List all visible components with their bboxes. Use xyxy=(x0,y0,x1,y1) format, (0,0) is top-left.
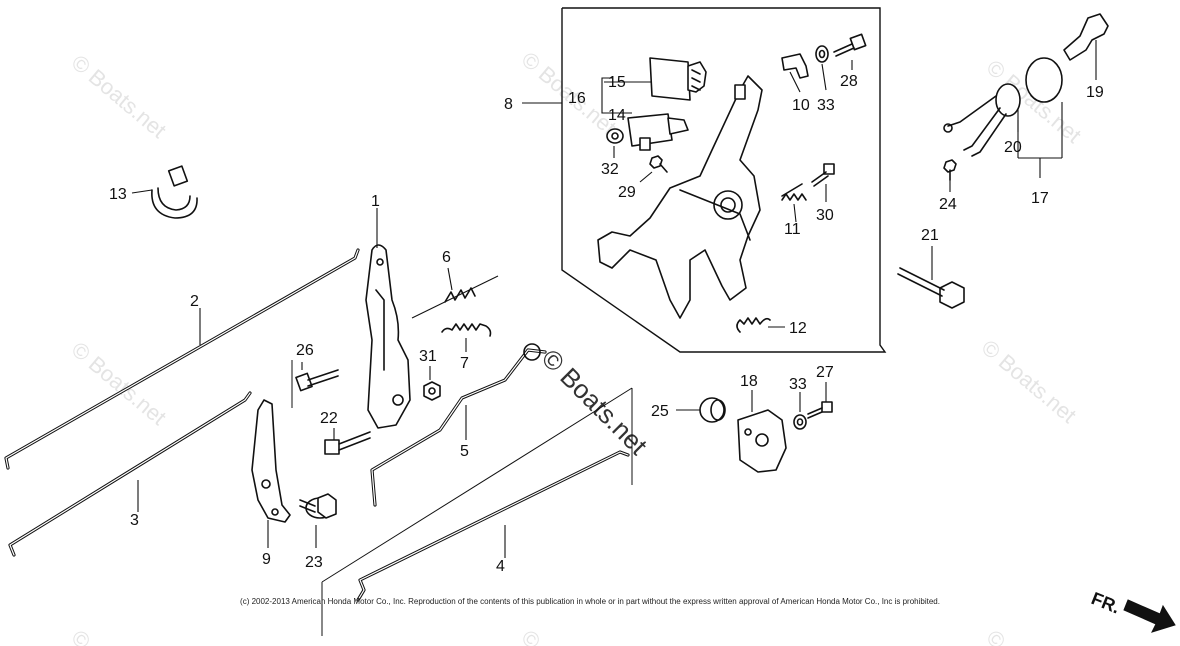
part-10-bracket xyxy=(781,53,809,79)
callout-18: 18 xyxy=(740,373,758,390)
part-3-rod xyxy=(8,391,252,557)
assembly-8-frame xyxy=(561,7,887,353)
part-19-bracket xyxy=(1063,13,1109,61)
callout-31: 31 xyxy=(419,348,437,365)
callout-33-bottom: 33 xyxy=(789,376,807,393)
callout-4: 4 xyxy=(496,558,505,575)
callout-labels: 1 2 3 4 5 6 7 8 9 10 11 12 13 14 15 16 1… xyxy=(109,73,1104,575)
callout-1: 1 xyxy=(371,193,380,210)
part-30-screw xyxy=(811,163,835,187)
callout-12: 12 xyxy=(789,320,807,337)
part-9-lever xyxy=(251,399,291,523)
part-12-spring xyxy=(736,317,771,333)
callout-17: 17 xyxy=(1031,190,1049,207)
part-5-rod xyxy=(370,343,547,507)
callout-22: 22 xyxy=(320,410,338,427)
callout-10: 10 xyxy=(792,97,810,114)
watermark-text: © Boats.net xyxy=(536,343,654,461)
callout-23: 23 xyxy=(305,554,323,571)
part-27-screw xyxy=(807,401,833,419)
watermark-text: © Boats.net xyxy=(977,335,1081,428)
callout-7: 7 xyxy=(460,355,469,372)
part-29-screw xyxy=(649,155,668,173)
part-25-collar xyxy=(699,397,726,423)
watermark-text: © xyxy=(67,625,95,646)
callout-26: 26 xyxy=(296,342,314,359)
leader-lines xyxy=(131,40,1097,558)
callout-33-top: 33 xyxy=(817,97,835,114)
front-indicator: FR. xyxy=(1089,588,1176,633)
part-7-spring xyxy=(441,323,492,337)
callout-14: 14 xyxy=(608,107,626,124)
callout-19: 19 xyxy=(1086,84,1104,101)
callout-16: 16 xyxy=(568,90,586,107)
callout-6: 6 xyxy=(442,249,451,266)
part-14-switch xyxy=(627,113,689,151)
callout-11: 11 xyxy=(784,221,801,238)
part-32-washer xyxy=(606,128,624,144)
part-31-nut xyxy=(423,381,441,401)
callout-20: 20 xyxy=(1004,139,1022,156)
part-11-spring xyxy=(781,183,807,201)
part-33-washer-bottom xyxy=(793,414,807,430)
callout-8: 8 xyxy=(504,96,513,113)
part-20-coil xyxy=(943,57,1063,157)
part-22-bolt xyxy=(324,431,371,455)
part-18-bracket xyxy=(737,409,787,473)
part-1-lever xyxy=(365,244,411,429)
callout-21: 21 xyxy=(921,227,939,244)
callout-27: 27 xyxy=(816,364,834,381)
watermark-text: © xyxy=(517,625,545,646)
callout-15: 15 xyxy=(608,74,626,91)
part-33-washer-top xyxy=(815,45,829,63)
front-label: FR. xyxy=(1089,588,1123,617)
callout-29: 29 xyxy=(618,184,636,201)
callout-9: 9 xyxy=(262,551,271,568)
copyright-notice: (c) 2002-2013 American Honda Motor Co., … xyxy=(240,597,940,606)
callout-5: 5 xyxy=(460,443,469,460)
part-24-screw xyxy=(943,159,957,181)
part-6-spring xyxy=(411,275,499,319)
watermark-text: © xyxy=(982,625,1010,646)
arrow-icon xyxy=(1123,599,1176,633)
part-2-rod xyxy=(4,248,360,470)
callout-32: 32 xyxy=(601,161,619,178)
callout-3: 3 xyxy=(130,512,139,529)
callout-28: 28 xyxy=(840,73,858,90)
callout-30: 30 xyxy=(816,207,834,224)
part-13-clamp xyxy=(151,165,198,219)
watermarks: © Boats.net © Boats.net © Boats.net © Bo… xyxy=(67,47,1086,646)
part-8-bracket xyxy=(597,75,763,319)
part-21-bolt xyxy=(897,267,965,309)
part-23-bolt xyxy=(299,493,337,519)
callout-13: 13 xyxy=(109,186,127,203)
callout-25: 25 xyxy=(651,403,669,420)
part-15-switch xyxy=(649,57,707,101)
part-28-bolt xyxy=(833,33,867,57)
part-26-bolt xyxy=(291,360,339,408)
watermark-text: © Boats.net xyxy=(67,50,171,143)
callout-2: 2 xyxy=(190,293,199,310)
part-4-rod xyxy=(321,387,633,636)
callout-24: 24 xyxy=(939,196,957,213)
